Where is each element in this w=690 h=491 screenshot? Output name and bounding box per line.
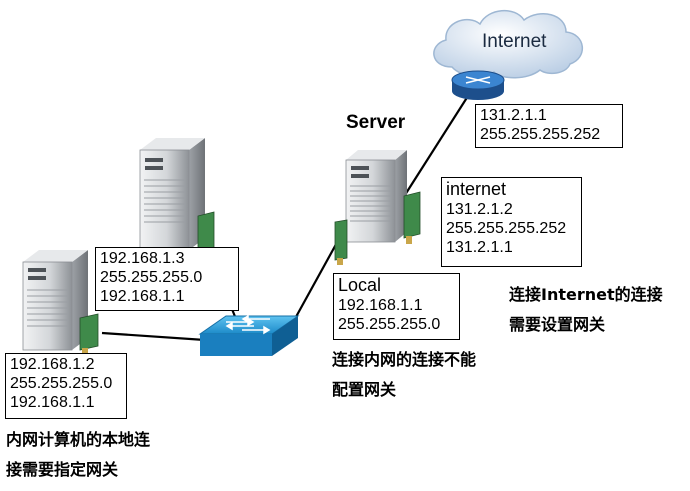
lan-gateway-note-line1: 内网计算机的本地连: [6, 430, 151, 449]
nic-card-icon: [334, 219, 348, 265]
server-internet-box: internet 131.2.1.2 255.255.255.252 131.2…: [441, 177, 582, 267]
server-local-header: Local: [338, 275, 382, 295]
router-icon: [451, 70, 505, 100]
server-label: Server: [346, 112, 406, 133]
pc-front-gateway: 192.168.1.1: [10, 394, 95, 411]
server-local-mask: 255.255.255.0: [338, 316, 441, 333]
pc-front-address-box: 192.168.1.2 255.255.255.0 192.168.1.1: [5, 353, 127, 419]
link-pcfront-switch: [101, 331, 206, 342]
internet-gateway-note: 连接Internet的连接 需要设置网关: [509, 280, 663, 340]
local-no-gateway-note-line1: 连接内网的连接不能: [332, 350, 477, 369]
server-internet-header: internet: [446, 179, 507, 199]
server-internet-gateway: 131.2.1.1: [446, 239, 513, 256]
server-local-box: Local 192.168.1.1 255.255.255.0: [333, 273, 460, 340]
nic-card-icon: [79, 313, 99, 355]
pc-back-address-box: 192.168.1.3 255.255.255.0 192.168.1.1: [95, 247, 239, 311]
nic-card-icon: [403, 191, 421, 244]
internet-label: Internet: [482, 31, 547, 52]
pc-tower-back-icon: [139, 138, 215, 259]
internet-cloud-icon: [433, 10, 583, 79]
pc-tower-front-icon: [22, 250, 99, 355]
server-tower-icon: [334, 150, 421, 265]
pc-front-mask: 255.255.255.0: [10, 375, 113, 392]
router-address-box: 131.2.1.1 255.255.255.252: [475, 104, 623, 148]
pc-back-mask: 255.255.255.0: [100, 269, 203, 286]
internet-gateway-note-line1: 连接Internet的连接: [509, 285, 663, 304]
server-internet-mask: 255.255.255.252: [446, 220, 567, 237]
server-local-ip: 192.168.1.1: [338, 297, 423, 314]
router-ip: 131.2.1.1: [480, 107, 547, 124]
router-mask: 255.255.255.252: [480, 126, 601, 143]
pc-front-ip: 192.168.1.2: [10, 356, 95, 373]
link-router-server: [402, 84, 476, 199]
lan-gateway-note: 内网计算机的本地连 接需要指定网关: [6, 425, 150, 485]
switch-icon: [198, 314, 300, 356]
server-internet-ip: 131.2.1.2: [446, 201, 513, 218]
pc-back-ip: 192.168.1.3: [100, 250, 185, 267]
lan-gateway-note-line2: 接需要指定网关: [6, 460, 119, 479]
local-no-gateway-note-line2: 配置网关: [332, 380, 397, 399]
internet-gateway-note-line2: 需要设置网关: [509, 315, 606, 334]
pc-back-gateway: 192.168.1.1: [100, 288, 185, 305]
local-no-gateway-note: 连接内网的连接不能 配置网关: [332, 345, 476, 405]
